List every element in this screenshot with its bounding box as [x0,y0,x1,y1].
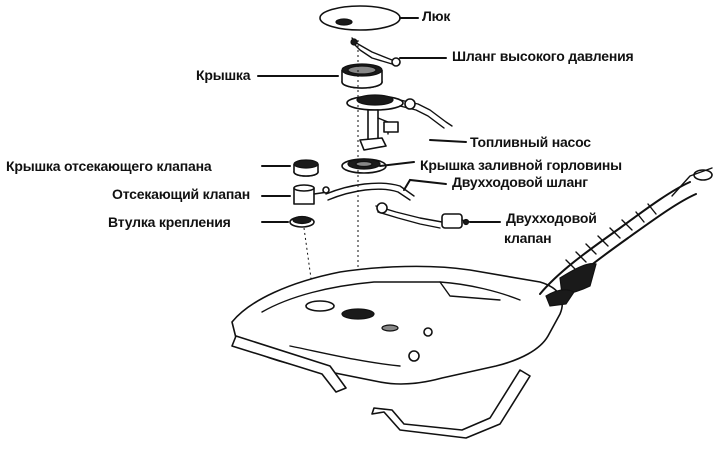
label-cover: Крышка [196,67,251,83]
mounting-strap-part [371,369,531,439]
label-cutoff-valve: Отсекающий клапан [112,186,250,202]
two-way-hose-part [325,182,443,229]
mounting-bushing-part [289,215,315,228]
label-two-way-valve-line1: Двухходовой [506,210,597,226]
label-mounting-bushing: Втулка крепления [108,214,231,230]
label-hatch: Люк [422,8,451,24]
leader-lines [257,17,501,223]
hatch-part [319,5,401,31]
filler-pipe-part [539,167,713,307]
fuel-tank-part [231,265,564,393]
cutoff-valve-cover-part [293,159,319,177]
label-filler-neck-cap: Крышка заливной горловины [420,157,622,173]
label-fuel-pump: Топливный насос [470,134,591,150]
label-cutoff-valve-cover: Крышка отсекающего клапана [6,158,212,174]
high-pressure-hose-part [350,37,401,67]
fuel-pump-part [346,94,453,151]
cover-part [341,63,383,89]
cutoff-valve-part [293,184,330,205]
label-high-pressure-hose: Шланг высокого давления [452,48,634,64]
label-two-way-hose: Двухходовой шланг [452,174,588,190]
two-way-valve-part [441,213,471,229]
label-two-way-valve-line2: клапан [504,230,552,246]
pump-seal-part [341,158,387,174]
